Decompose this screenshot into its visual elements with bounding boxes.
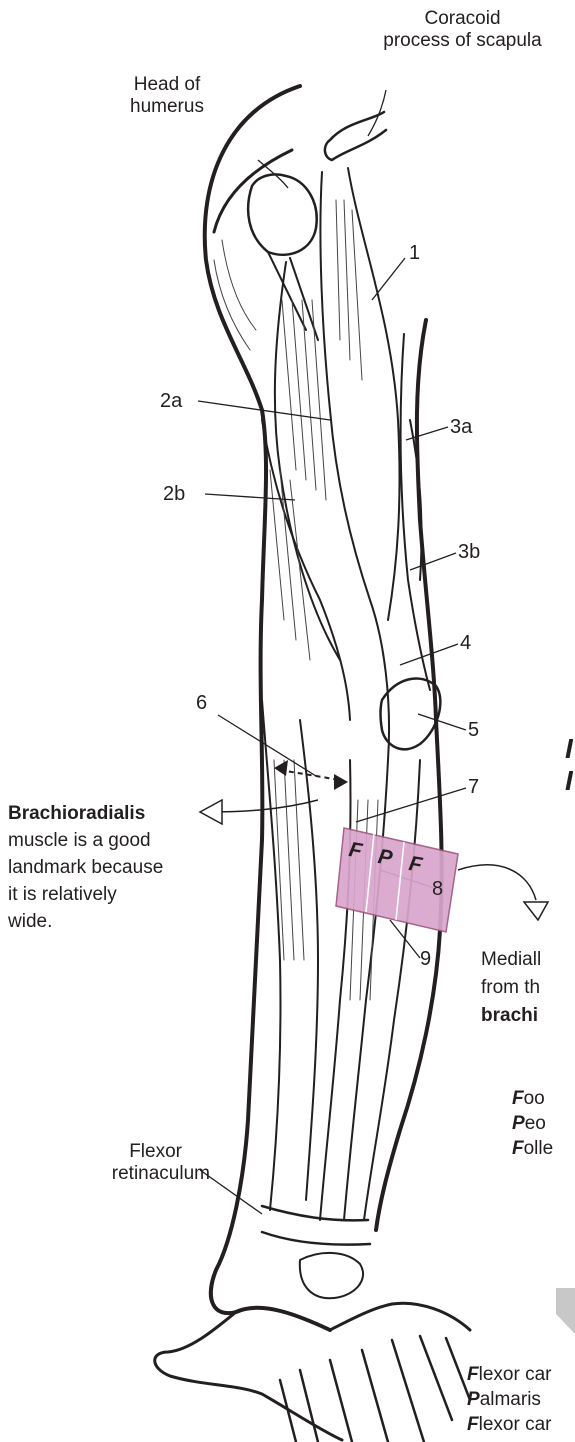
brachioradialis-line-1: muscle is a good xyxy=(8,827,163,854)
mnemonic-1-item-2: Peo xyxy=(512,1111,553,1136)
humerus-head-shape xyxy=(248,174,317,254)
mnemonic-2-item-1: Flexor car xyxy=(467,1362,551,1387)
label-3a: 3a xyxy=(450,416,472,438)
head-of-humerus-label: Head of humerus xyxy=(102,74,232,118)
brachioradialis-line-4: wide. xyxy=(8,908,163,935)
brachioradialis-line-2: landmark because xyxy=(8,854,163,881)
shoulder-curve xyxy=(214,150,292,232)
label-9: 9 xyxy=(420,948,431,970)
label-8: 8 xyxy=(432,878,443,900)
flexor-retinaculum-label: Flexor retinaculum xyxy=(60,1141,210,1185)
mnemonic-2-item-3: Flexor car xyxy=(467,1412,551,1437)
label-3b: 3b xyxy=(458,541,480,563)
coracoid-line-2: process of scapula xyxy=(350,30,575,52)
band-arrow xyxy=(458,865,536,900)
mnemonic-1-item-3: Folle xyxy=(512,1136,553,1161)
brachioradialis-note: Brachioradialis muscle is a good landmar… xyxy=(8,800,163,935)
svg-text:I: I xyxy=(565,765,574,796)
flexor-retinaculum-line-2: retinaculum xyxy=(60,1163,210,1185)
mnemonic-2-item-2: Palmaris xyxy=(467,1387,551,1412)
arm-outline-lateral xyxy=(205,86,330,1330)
medial-note: Mediall from th brachi xyxy=(481,946,541,1030)
coracoid-line-1: Coracoid xyxy=(350,8,575,30)
head-humerus-line-2: humerus xyxy=(102,96,232,118)
brachioradialis-title: Brachioradialis xyxy=(8,800,163,827)
medial-line-3: brachi xyxy=(481,1002,541,1030)
medial-line-2: from th xyxy=(481,974,541,1002)
brachioradialis-line-3: it is relatively xyxy=(8,881,163,908)
label-7: 7 xyxy=(468,776,479,798)
label-6: 6 xyxy=(196,692,207,714)
head-humerus-line-1: Head of xyxy=(102,74,232,96)
mnemonic-list-1: Foo Peo Folle xyxy=(512,1086,553,1161)
mnemonic-1-item-1: Foo xyxy=(512,1086,553,1111)
label-2b: 2b xyxy=(163,483,185,505)
label-2a: 2a xyxy=(160,390,182,412)
label-5: 5 xyxy=(468,719,479,741)
label-4: 4 xyxy=(460,632,471,654)
arm-outline-medial xyxy=(376,320,442,1230)
svg-text:I: I xyxy=(565,733,574,764)
mnemonic-list-2: Flexor car Palmaris Flexor car xyxy=(467,1362,551,1437)
coracoid-label: Coracoid process of scapula xyxy=(350,8,575,52)
label-1: 1 xyxy=(409,242,420,264)
medial-line-1: Mediall xyxy=(481,946,541,974)
gray-down-arrow xyxy=(556,1288,575,1334)
flexor-retinaculum-line-1: Flexor xyxy=(60,1141,210,1163)
